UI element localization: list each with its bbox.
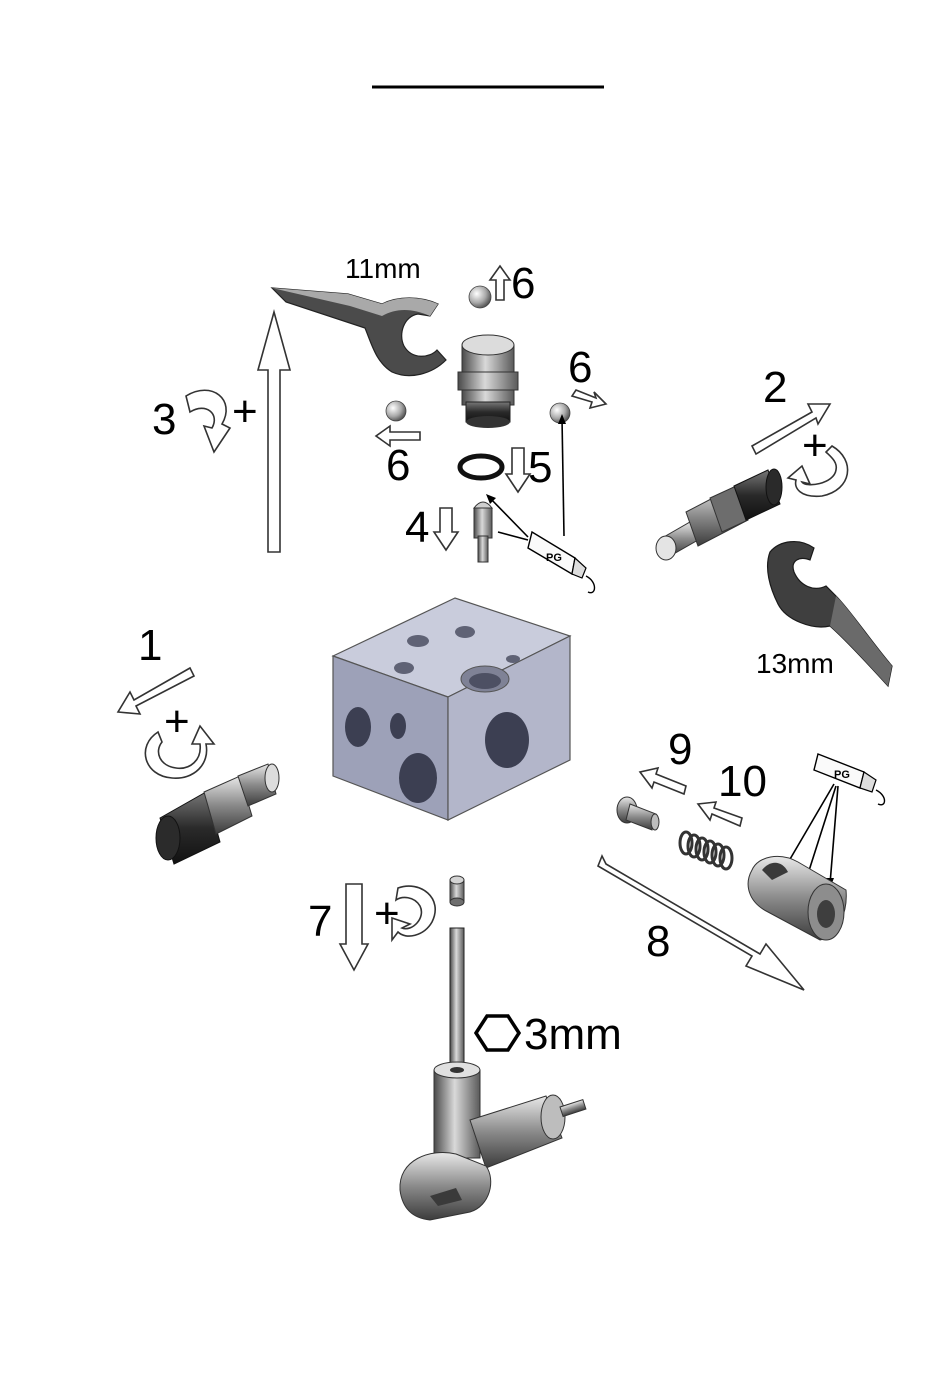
fitting-step-1 (156, 764, 279, 864)
steel-ball-icon (386, 401, 406, 421)
step-6-arrow (490, 266, 510, 300)
step-9-label: 9 (668, 725, 692, 774)
upper-fitting (458, 335, 518, 428)
grease-pointer (786, 784, 834, 866)
step-6-label: 6 (568, 343, 592, 392)
step-2-label: 2 (763, 363, 787, 412)
grease-tube-icon: PG (528, 532, 595, 593)
hex-key-size-icon (476, 1016, 519, 1050)
step-10-label: 10 (718, 757, 767, 806)
step-4-label: 4 (405, 503, 429, 552)
grease-label: PG (834, 769, 850, 781)
step-5-label: 5 (528, 443, 552, 492)
tee-handle (400, 1062, 586, 1220)
pin (474, 502, 492, 562)
hex-key-icon (450, 928, 464, 1073)
step-6-label: 6 (386, 441, 410, 490)
plus-sign: + (232, 387, 258, 436)
step-7-arrow (340, 884, 368, 970)
step-6-arrow (572, 390, 606, 408)
step-3-label: 3 (152, 395, 176, 444)
grease-tube-icon: PG (814, 754, 885, 805)
label-3mm: 3mm (524, 1010, 622, 1059)
o-ring-icon (460, 456, 502, 478)
fitting-step-2 (656, 469, 782, 560)
steel-ball-icon (469, 286, 491, 308)
set-screw (450, 876, 464, 906)
label-13mm: 13mm (756, 648, 834, 679)
manifold-block (333, 598, 570, 820)
curved-rotation-arrow-icon (186, 390, 230, 452)
grease-pointer (562, 418, 564, 536)
step-5-arrow (506, 448, 530, 492)
step-6-label: 6 (511, 259, 535, 308)
wrench-11mm-icon (272, 288, 446, 376)
plus-sign: + (802, 421, 828, 470)
step-4-arrow (434, 508, 458, 550)
grease-pointer (488, 496, 528, 537)
label-11mm: 11mm (345, 253, 421, 284)
plunger-step-9 (617, 797, 659, 830)
spring-icon (680, 832, 732, 869)
grease-label: PG (546, 552, 562, 564)
plus-sign: + (164, 697, 190, 746)
step-1-label: 1 (138, 621, 162, 670)
step-8-label: 8 (646, 917, 670, 966)
step-7-label: 7 (308, 897, 332, 946)
step-3-lift-arrow (258, 312, 290, 552)
